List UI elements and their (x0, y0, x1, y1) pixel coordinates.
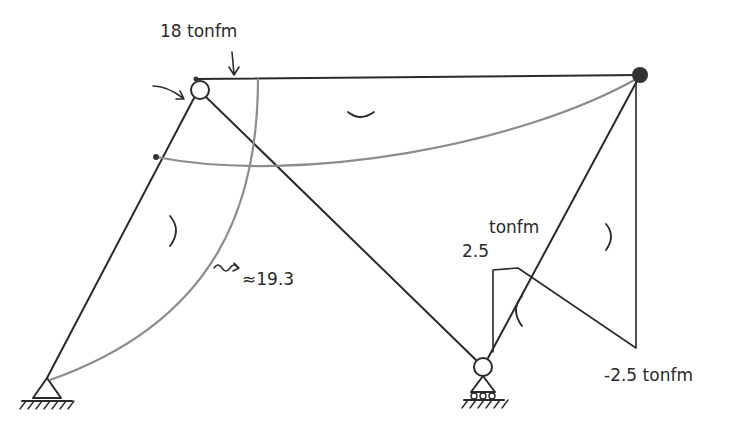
moment-arrow (229, 52, 239, 75)
moment-value: 2.5 (462, 242, 489, 261)
roller (471, 393, 477, 399)
curvature-mark (170, 216, 176, 246)
moment-diagram (493, 80, 636, 352)
hinge (191, 81, 209, 99)
roller-hinge (474, 358, 492, 376)
curvature-mark (516, 296, 522, 326)
point-mark (194, 77, 199, 82)
roller-support (471, 376, 495, 392)
ground-line (22, 400, 72, 402)
curvature-mark (348, 112, 374, 117)
leader-squiggle (214, 263, 239, 271)
ground-hatch (20, 401, 74, 409)
moment-value: 18 tonfm (160, 22, 237, 41)
top-beam (196, 75, 640, 79)
roller (489, 393, 495, 399)
ground-hatch (462, 400, 508, 408)
point-mark (153, 154, 159, 160)
curvature-mark (606, 224, 611, 250)
right-member (488, 79, 638, 358)
diagonal-member (206, 97, 476, 360)
moment-arrow (153, 86, 184, 99)
moment-curve (50, 79, 258, 380)
left-column (47, 98, 194, 378)
unit-label: tonfm (489, 218, 539, 237)
moment-value: -2.5 tonfm (604, 366, 693, 385)
moment-value: ≈19.3 (242, 270, 294, 289)
pin-support (33, 378, 61, 398)
rigid-joint (632, 67, 648, 83)
roller (480, 393, 486, 399)
moment-curve (156, 78, 638, 166)
